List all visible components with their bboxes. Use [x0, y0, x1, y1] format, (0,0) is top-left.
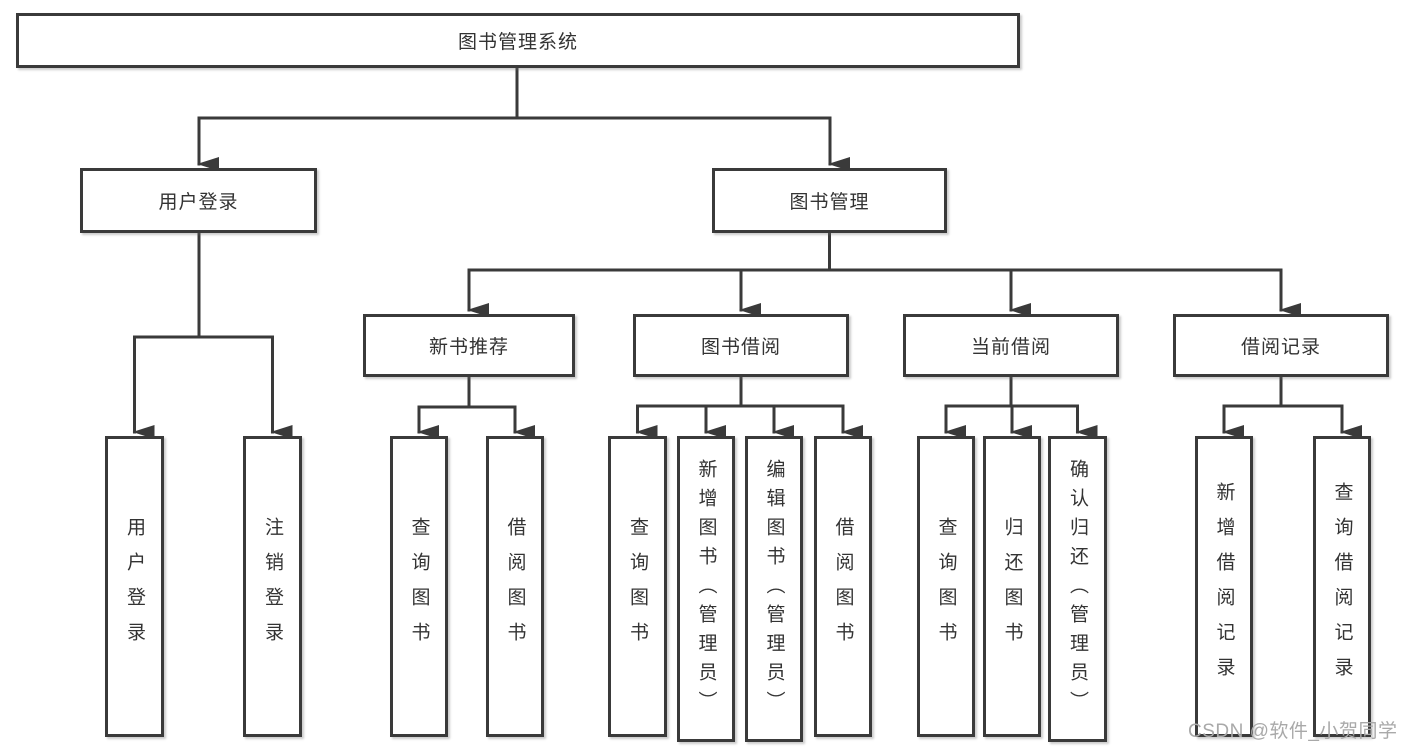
leaf-user-login: 用户登录 — [105, 436, 164, 737]
connector-root — [197, 66, 832, 120]
leaf-add-borrow-record: 新增借阅记录 — [1195, 436, 1253, 737]
node-user-login: 用户登录 — [80, 168, 317, 233]
leaf-add-book-admin: 新增图书（管理员） — [677, 436, 735, 742]
connector-borrow — [636, 375, 845, 408]
leaf-query-borrow-record: 查询借阅记录 — [1313, 436, 1371, 737]
node-book-borrowing: 图书借阅 — [633, 314, 849, 377]
node-new-book-recommendation: 新书推荐 — [363, 314, 575, 377]
node-borrowing-records: 借阅记录 — [1173, 314, 1389, 377]
node-book-management: 图书管理 — [712, 168, 947, 233]
csdn-watermark: CSDN @软件_小贺同学 — [1188, 721, 1398, 742]
connector-book-mgmt — [467, 231, 1283, 272]
leaf-edit-book-admin: 编辑图书（管理员） — [745, 436, 803, 742]
node-library-management-system: 图书管理系统 — [16, 13, 1020, 68]
leaf-return-books: 归还图书 — [983, 436, 1041, 737]
leaf-borrow-books: 借阅图书 — [814, 436, 872, 737]
leaf-query-books: 查询图书 — [917, 436, 975, 737]
connector-records — [1222, 375, 1344, 408]
connector-current — [944, 375, 1079, 408]
leaf-query-books: 查询图书 — [608, 436, 667, 737]
connector-user-login — [133, 231, 274, 339]
leaf-query-books: 查询图书 — [390, 436, 448, 737]
connector-new-book — [417, 375, 517, 409]
leaf-confirm-return-admin: 确认归还（管理员） — [1048, 436, 1107, 742]
node-current-borrowing: 当前借阅 — [903, 314, 1119, 377]
leaf-logout: 注销登录 — [243, 436, 302, 737]
leaf-borrow-books: 借阅图书 — [486, 436, 544, 737]
